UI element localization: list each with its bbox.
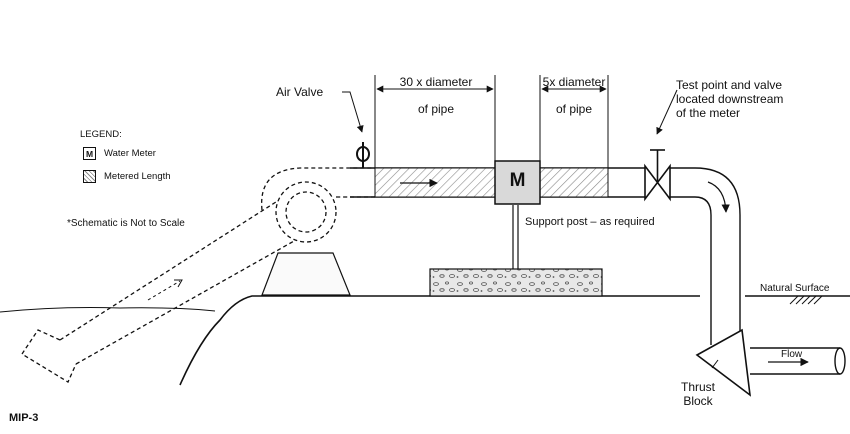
metered-length-downstream — [539, 167, 609, 198]
elbow-pipe — [694, 167, 741, 345]
legend-item-label: Metered Length — [104, 171, 171, 182]
dimension-downstream-line1: 5x diameter — [542, 75, 606, 89]
air-valve-leader — [342, 91, 364, 133]
legend-item-label: Water Meter — [104, 148, 156, 159]
support-post-label: Support post – as required — [525, 216, 655, 228]
dimension-upstream-label: 30 x diameter of pipe — [380, 75, 492, 117]
legend-item-metered-length: Metered Length — [83, 170, 171, 183]
pump-discharge-dashed — [261, 167, 375, 211]
flow-label: Flow — [781, 349, 803, 360]
support-post — [512, 205, 519, 269]
natural-surface-label: Natural Surface — [760, 283, 830, 294]
water-meter — [494, 160, 541, 205]
natural-surface-hatch-icon — [789, 295, 823, 305]
suction-flow-arrow — [147, 279, 183, 301]
test-point-line2: located downstream — [676, 92, 784, 106]
metered-length-upstream — [374, 167, 496, 198]
test-point-valve-icon — [644, 149, 671, 202]
test-point-line1: Test point and valve — [676, 78, 783, 92]
dimension-lines — [374, 75, 609, 168]
dimension-upstream-line2: of pipe — [417, 102, 455, 116]
thrust-block-line1: Thrust — [680, 380, 715, 394]
dimension-upstream-line1: 30 x diameter — [399, 75, 473, 89]
air-valve-icon — [356, 142, 370, 168]
air-valve-label: Air Valve — [276, 85, 324, 99]
thrust-block-leader — [711, 359, 719, 369]
legend-item-water-meter: M Water Meter — [83, 147, 156, 160]
thrust-block — [695, 328, 752, 397]
dimension-downstream-line2: of pipe — [555, 102, 593, 116]
figure-id: MIP-3 — [9, 412, 39, 424]
suction-pipe-dashed — [21, 192, 311, 383]
outflow-pipe — [750, 347, 846, 375]
metered-length-legend-icon — [83, 170, 96, 183]
test-point-label: Test point and valve located downstream … — [676, 78, 783, 120]
water-meter-legend-icon: M — [83, 147, 96, 160]
concrete-footing — [429, 268, 603, 297]
test-point-leader — [656, 89, 678, 135]
schematic-note: *Schematic is Not to Scale — [67, 218, 185, 229]
test-point-line3: of the meter — [676, 106, 741, 120]
thrust-block-line2: Block — [683, 394, 713, 408]
legend-title: LEGEND: — [80, 129, 122, 140]
thrust-block-label: Thrust Block — [676, 380, 720, 408]
elbow-flow-arrow — [707, 181, 730, 213]
pump-stand — [261, 252, 351, 296]
meter-symbol: M — [509, 170, 526, 191]
pump-volute — [275, 181, 337, 243]
dimension-downstream-label: 5x diameter of pipe — [538, 75, 610, 117]
